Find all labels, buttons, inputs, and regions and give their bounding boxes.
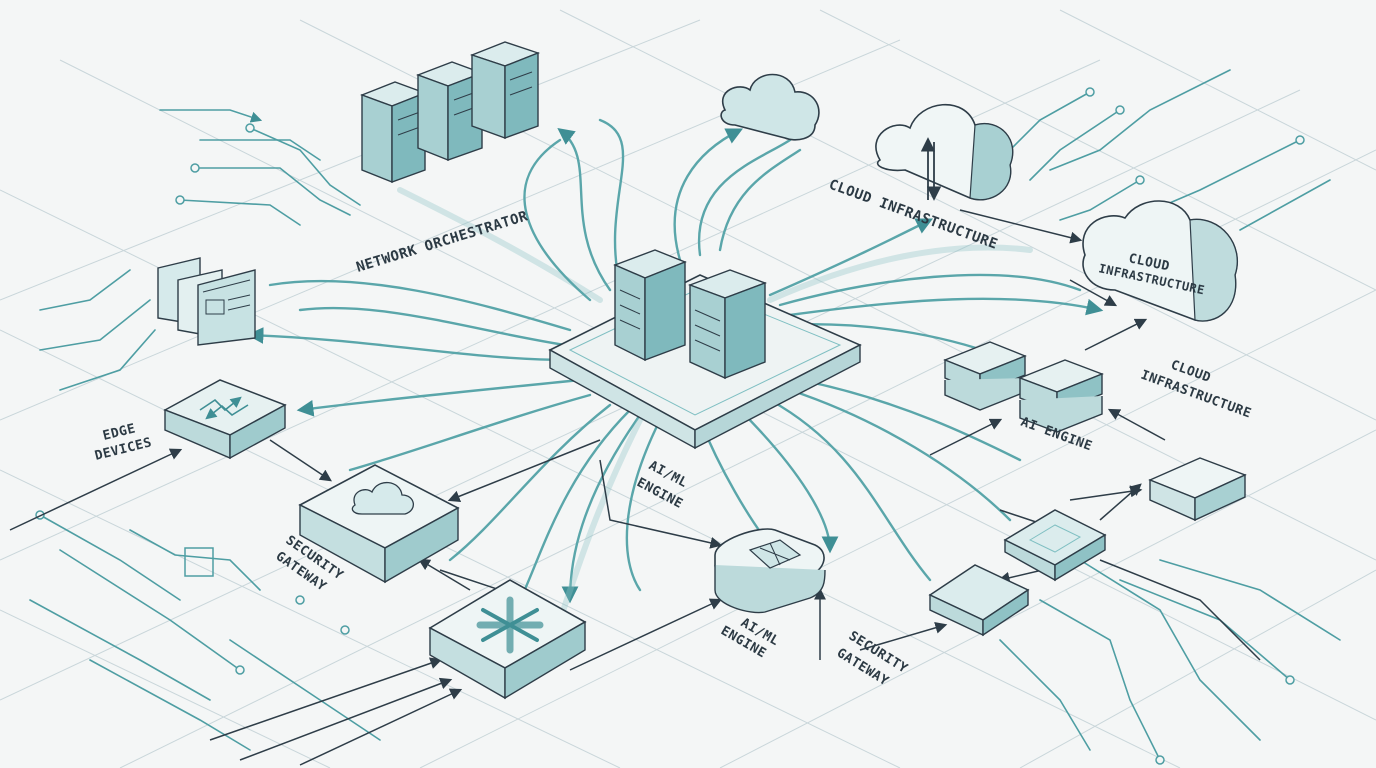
- server-rack-icon: [360, 81, 427, 184]
- storage-block-icon: [1003, 509, 1107, 582]
- connection-arrows: [9, 209, 1261, 766]
- ai-chip-icon: [714, 528, 826, 614]
- storage-block-icon: [943, 341, 1027, 411]
- network-switch-icon: [163, 379, 287, 460]
- label-edge-devices-line2: DEVICES: [93, 435, 153, 464]
- circuit-traces-left: [29, 109, 381, 751]
- cloud-upload-icon: [875, 103, 1014, 201]
- orchestrator-servers: [360, 41, 541, 184]
- server-rack-icon: [469, 41, 541, 139]
- window-panel-icon: [157, 257, 256, 346]
- server-rack-icon: [687, 269, 768, 380]
- router-icon: [428, 579, 587, 700]
- storage-block-icon: [928, 564, 1030, 637]
- storage-block-icon: [1018, 359, 1104, 433]
- cloud-gateway-device: [298, 464, 460, 584]
- cloud-icon: [720, 73, 820, 141]
- cloud-infrastructure-box: [1082, 200, 1238, 322]
- circuit-traces-right: [999, 69, 1341, 765]
- central-hub: [548, 249, 862, 450]
- server-rack-icon: [613, 249, 687, 362]
- storage-block-icon: [1148, 457, 1247, 522]
